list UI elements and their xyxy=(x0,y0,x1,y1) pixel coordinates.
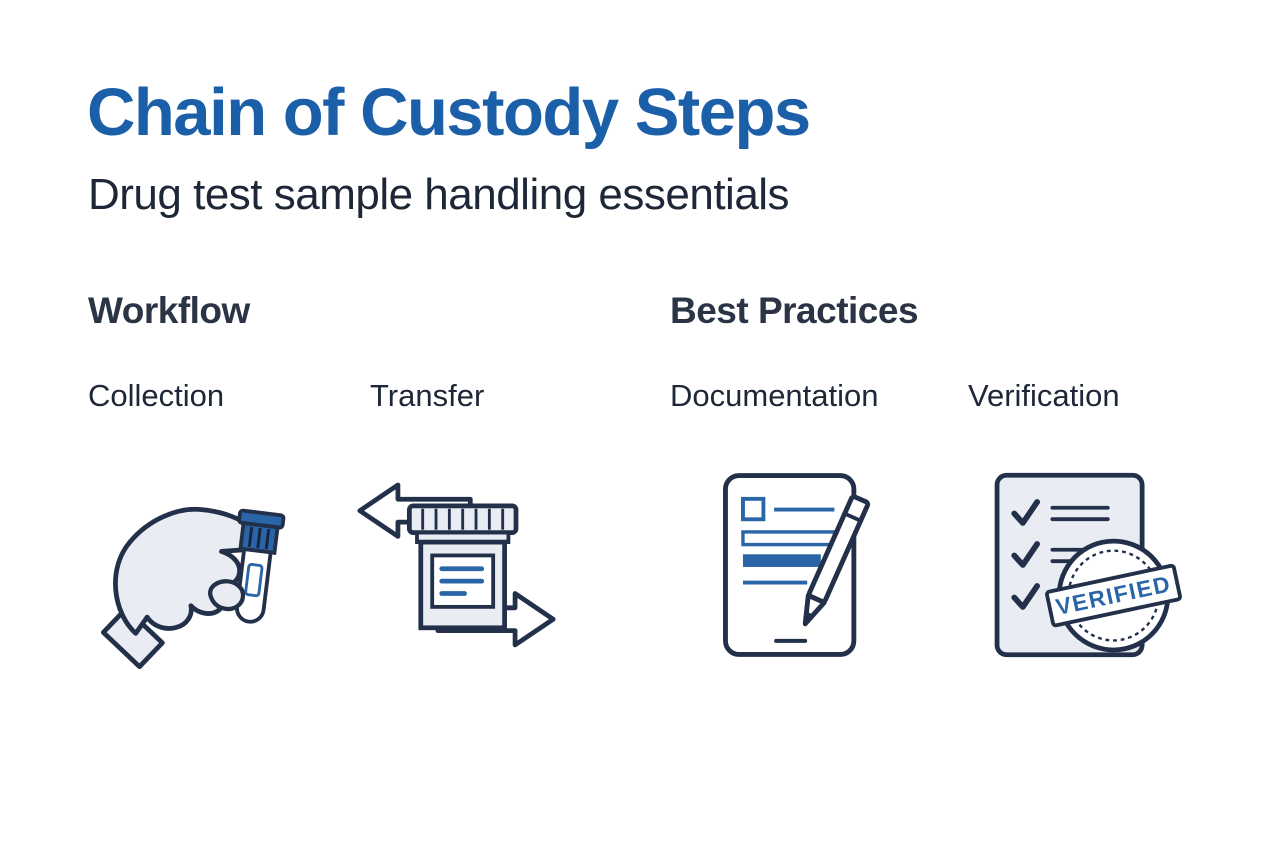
section-header-workflow: Workflow xyxy=(88,290,250,331)
label-text-lines xyxy=(439,566,485,596)
section-header-best-practices: Best Practices xyxy=(670,290,919,331)
checkmark-icon xyxy=(1011,583,1040,610)
cap-ridge xyxy=(256,527,262,549)
lid-ridges xyxy=(421,508,505,530)
item-label-verification: Verification xyxy=(968,378,1120,413)
form-checkbox xyxy=(741,496,766,522)
stamp-banner xyxy=(1045,563,1182,628)
item-label-documentation: Documentation xyxy=(670,378,879,413)
glove-cuff xyxy=(100,606,165,670)
glove-hand xyxy=(113,506,259,636)
transfer-icon-cell xyxy=(357,458,670,687)
content-grid: Workflow Best Practices Collection Trans… xyxy=(88,290,1248,687)
pencil-ferrule xyxy=(843,511,862,523)
form-field-filled xyxy=(742,554,821,567)
cap-ridge xyxy=(247,526,254,548)
gloved-hand-sample-tube-icon xyxy=(100,506,286,670)
checklist-verified-stamp-icon: VERIFIED xyxy=(994,472,1182,658)
verification-icon-cell: VERIFIED xyxy=(968,458,1248,687)
pencil-icon xyxy=(802,494,871,627)
glove-thumb xyxy=(208,579,246,612)
item-label-collection: Collection xyxy=(88,378,225,413)
documentation-icon-cell xyxy=(670,458,968,687)
tablet-form-pencil-icon xyxy=(723,473,871,657)
vial-label xyxy=(244,563,264,598)
checkmark-icon xyxy=(1011,499,1040,526)
pencil-lead xyxy=(805,611,814,624)
page-subtitle: Drug test sample handling essentials xyxy=(88,170,790,219)
item-label-transfer: Transfer xyxy=(370,378,485,413)
specimen-container-transfer-arrows-icon xyxy=(357,482,556,648)
collection-icon-cell xyxy=(88,458,370,687)
checkmark-icon xyxy=(1011,541,1040,568)
sample-vial xyxy=(235,508,286,624)
specimen-container xyxy=(406,503,519,631)
page-title: Chain of Custody Steps xyxy=(87,75,811,150)
verified-stamp: VERIFIED xyxy=(1045,538,1182,653)
cap-ridge xyxy=(264,528,271,550)
